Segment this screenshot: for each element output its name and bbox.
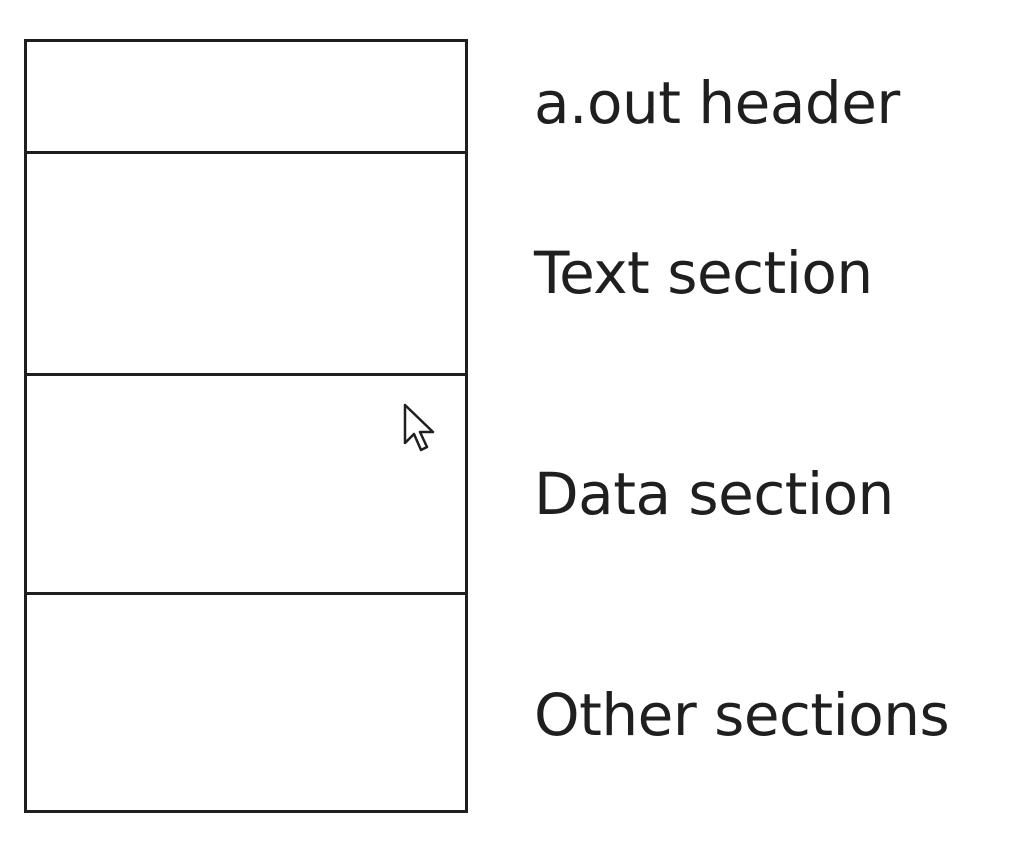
data-section-block: [27, 376, 465, 595]
file-layout-box: [24, 39, 468, 813]
text-section-label: Text section: [534, 239, 873, 307]
other-sections-block: [27, 595, 465, 813]
mouse-pointer-icon: [403, 403, 435, 452]
data-section-label: Data section: [534, 460, 894, 528]
other-sections-label: Other sections: [534, 681, 950, 749]
header-label: a.out header: [534, 69, 900, 137]
header-block: [27, 42, 465, 154]
text-section-block: [27, 154, 465, 376]
